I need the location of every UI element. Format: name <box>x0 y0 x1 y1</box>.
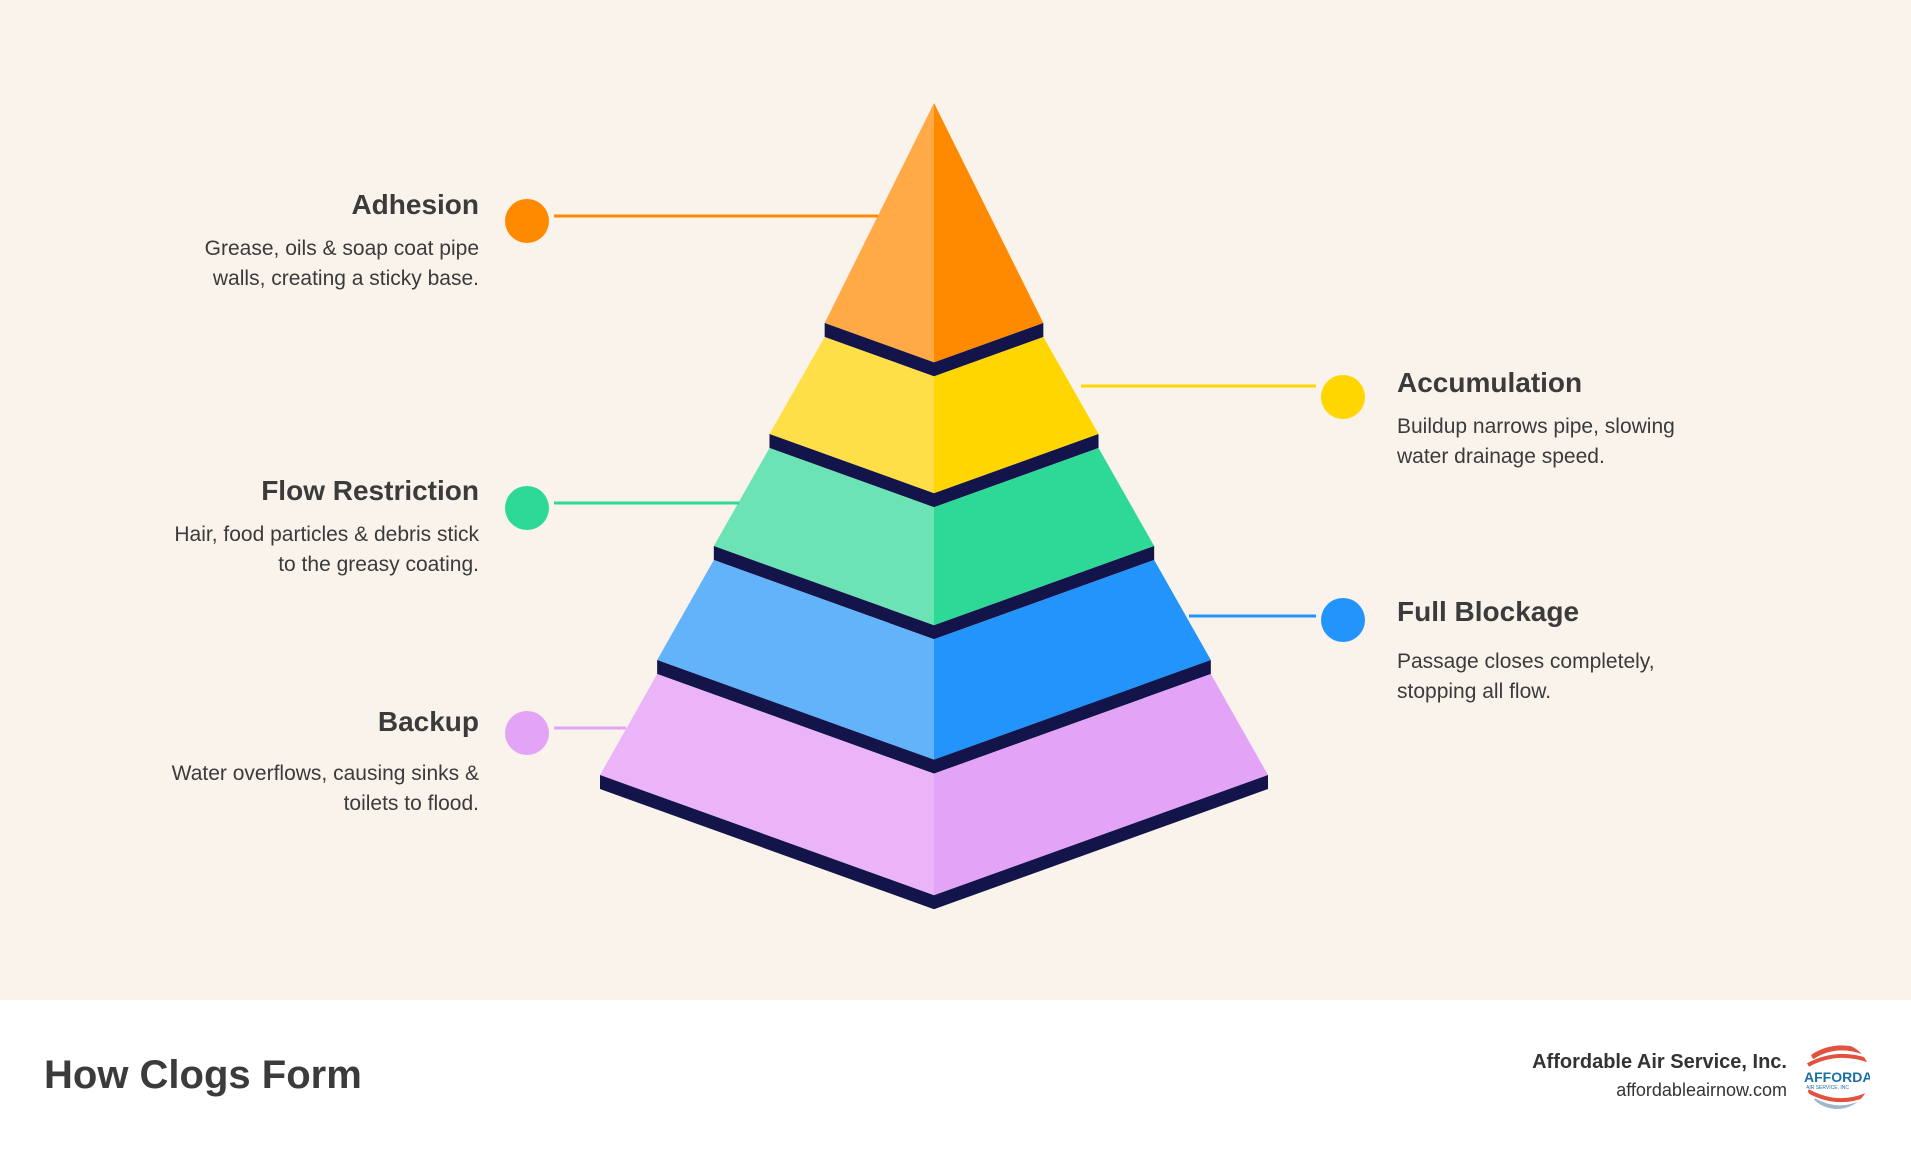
stage-description-line: to the greasy coating. <box>278 552 479 576</box>
clog-pyramid-diagram <box>505 103 1365 910</box>
stage-description-line: Water overflows, causing sinks & <box>171 761 479 785</box>
stage-label-adhesion: Adhesion Grease, oils & soap coat pipe w… <box>79 188 479 294</box>
stage-description-line: toilets to flood. <box>343 791 479 815</box>
stage-description-line: Passage closes completely, <box>1397 649 1655 673</box>
stage-description-line: Buildup narrows pipe, slowing <box>1397 414 1675 438</box>
stage-marker-dot <box>1321 598 1365 642</box>
stage-description: Buildup narrows pipe, slowing water drai… <box>1397 412 1797 472</box>
footer: How Clogs Form Affordable Air Service, I… <box>0 1000 1911 1160</box>
stage-title: Backup <box>377 706 479 737</box>
stage-description-line: walls, creating a sticky base. <box>212 266 479 290</box>
logo-subtext: AIR SERVICE, INC <box>1806 1085 1849 1091</box>
company-name: Affordable Air Service, Inc. <box>1532 1051 1787 1073</box>
pyramid-separator-band <box>824 323 1044 377</box>
page-title: How Clogs Form <box>44 1053 362 1097</box>
pyramid-slice-right-face <box>934 674 1268 896</box>
pyramid-slice-left-face <box>600 674 934 896</box>
stage-marker-dot <box>505 711 549 755</box>
stage-marker-dot <box>505 486 549 530</box>
stage-label-backup: Backup Water overflows, causing sinks & … <box>79 705 479 819</box>
stage-label-full-blockage: Full Blockage Passage closes completely,… <box>1397 595 1797 707</box>
stage-description-line: stopping all flow. <box>1397 679 1552 703</box>
pyramid-slice-right-face <box>934 448 1155 626</box>
stage-description-line: Grease, oils & soap coat pipe <box>204 236 479 260</box>
company-url[interactable]: affordableairnow.com <box>1616 1080 1787 1100</box>
stage-description: Hair, food particles & debris stick to t… <box>79 520 479 580</box>
pyramid-slice-right-face <box>934 560 1211 760</box>
stage-description: Passage closes completely, stopping all … <box>1397 647 1797 707</box>
logo-wordmark: AFFORDABLE <box>1804 1069 1870 1085</box>
pyramid-slice-left-face <box>824 103 934 363</box>
pyramid-slice-left-face <box>657 560 934 760</box>
stage-description-line: Hair, food particles & debris stick <box>174 522 479 546</box>
stage-description: Water overflows, causing sinks & toilets… <box>79 759 479 819</box>
pyramid-slice-right-face <box>934 337 1099 494</box>
stage-title: Accumulation <box>1397 367 1583 398</box>
stage-label-accumulation: Accumulation Buildup narrows pipe, slowi… <box>1397 366 1797 472</box>
pyramid-slice-right-face <box>934 103 1044 363</box>
stage-description: Grease, oils & soap coat pipe walls, cre… <box>79 234 479 294</box>
pyramid-slice-left-face <box>713 448 934 626</box>
pyramid-separator-band <box>769 434 1099 508</box>
stage-description-line: water drainage speed. <box>1397 444 1605 468</box>
company-logo-icon: AFFORDABLE AIR SERVICE, INC <box>1804 1043 1870 1109</box>
stage-title: Adhesion <box>351 189 479 220</box>
stage-marker-dot <box>505 199 549 243</box>
infographic-canvas: Adhesion Grease, oils & soap coat pipe w… <box>0 0 1911 1000</box>
stage-title: Full Blockage <box>1397 596 1580 627</box>
pyramid-slice-left-face <box>769 337 934 494</box>
stage-marker-dot <box>1321 375 1365 419</box>
stage-title: Flow Restriction <box>261 475 479 506</box>
stage-label-flow-restriction: Flow Restriction Hair, food particles & … <box>79 474 479 580</box>
